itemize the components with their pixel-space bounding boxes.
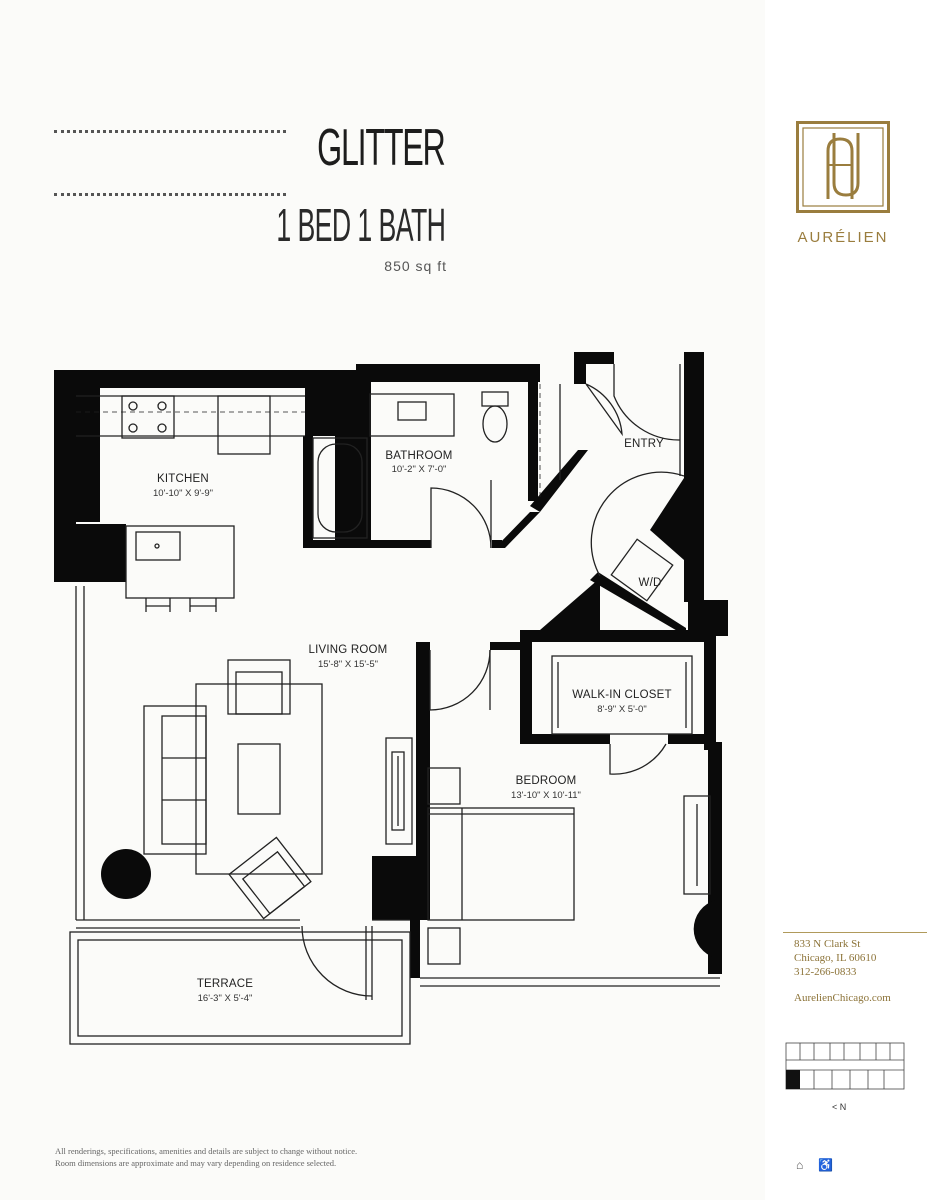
room-dims-closet: 8'-9" X 5'-0" (597, 704, 646, 715)
equal-housing-icon: ⌂ (796, 1158, 804, 1172)
address-line1: 833 N Clark St (794, 938, 861, 950)
room-dims-bedroom: 13'-10" X 10'-11" (511, 790, 581, 801)
address-line2: Chicago, IL 60610 (794, 952, 877, 964)
room-label-entry: ENTRY (624, 438, 664, 450)
accessibility-icon: ♿ (818, 1158, 833, 1172)
room-label-terrace: TERRACE (197, 978, 253, 990)
room-label-bedroom: BEDROOM (516, 775, 577, 787)
room-label-bathroom: BATHROOM (385, 450, 452, 462)
room-dims-kitchen: 10'-10" X 9'-9" (153, 488, 213, 499)
phone-number: 312-266-0833 (794, 966, 857, 978)
room-dims-living: 15'-8" X 15'-5" (318, 659, 378, 670)
disclaimer-line1: All renderings, specifications, amenitie… (55, 1146, 358, 1156)
sidebar-panel (765, 0, 927, 1200)
room-label-closet: WALK-IN CLOSET (572, 689, 672, 701)
north-indicator: < N (832, 1102, 847, 1112)
room-label-kitchen: KITCHEN (157, 473, 209, 485)
title-divider-top (54, 130, 286, 133)
brand-logo-icon (796, 121, 890, 213)
room-dims-bathroom: 10'-2" X 7'-0" (392, 464, 447, 475)
room-dims-terrace: 16'-3" X 5'-4" (198, 993, 253, 1004)
room-label-living: LIVING ROOM (309, 644, 388, 656)
plan-thin-lines (69, 364, 720, 1045)
unit-layout: 1 BED 1 BATH (276, 199, 446, 251)
key-plan-unit-highlight (786, 1070, 800, 1089)
room-label-wd: W/D (639, 577, 662, 589)
brand-name: AURÉLIEN (797, 229, 889, 246)
unit-area: 850 sq ft (384, 258, 447, 274)
building-key-plan (785, 1042, 905, 1090)
website-link[interactable]: AurelienChicago.com (794, 992, 891, 1004)
disclaimer-line2: Room dimensions are approximate and may … (55, 1158, 337, 1168)
contact-rule (783, 932, 927, 933)
plan-walls (54, 352, 728, 978)
floor-plan: KITCHEN 10'-10" X 9'-9" BATHROOM 10'-2" … (54, 352, 728, 1045)
title-divider-bottom (54, 193, 286, 196)
unit-name: GLITTER (317, 119, 447, 177)
